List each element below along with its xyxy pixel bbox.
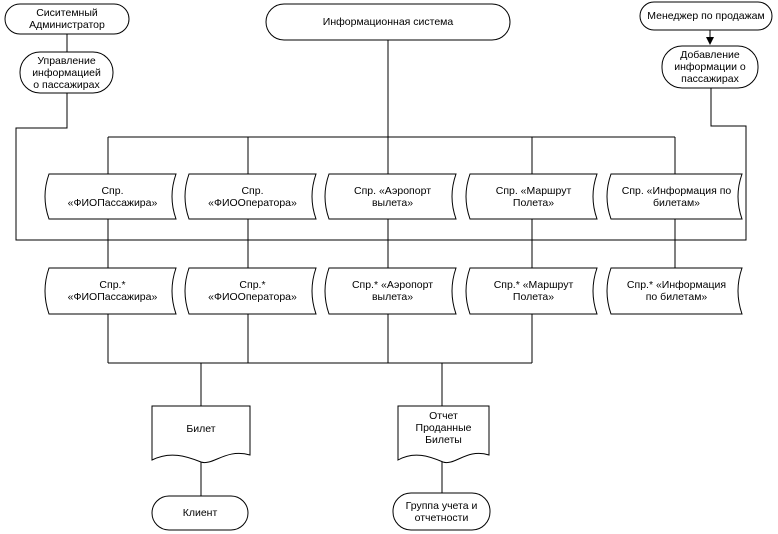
process-manage-passenger-info: Управление информацией о пассажирах (32, 54, 101, 91)
store-top-flight-route: Спр. «Маршрут Полета» (495, 184, 572, 209)
process-add-info-shape (661, 45, 759, 89)
terminator-information-system: Информационная система (322, 16, 454, 28)
process-manage-info-shape (19, 51, 114, 94)
store-top-operator-names: Спр. «ФИООператора» (208, 184, 297, 209)
document-ticket-shape (151, 405, 251, 464)
terminator-admin-shape (4, 3, 130, 35)
terminator-client-shape (151, 495, 249, 531)
store-top-1-shape (44, 173, 177, 220)
terminator-accounting-shape (392, 492, 491, 531)
terminator-client: Клиент (182, 507, 218, 519)
store-top-5-shape (606, 173, 743, 220)
store-top-ticket-info: Спр. «Информация по билетам» (621, 184, 732, 209)
store-bottom-2-shape (184, 267, 317, 315)
store-bottom-ticket-info: Спр.* «Информация по билетам» (626, 279, 727, 303)
store-bottom-3-shape (324, 267, 457, 315)
terminator-admin: Сиситемный Администратор (29, 7, 105, 31)
terminator-manager-shape (639, 1, 773, 31)
terminator-sales-manager: Менеджер по продажам (647, 10, 765, 22)
process-add-passenger-info: Добавление информации о пассажирах (674, 49, 746, 85)
store-bottom-5-shape (606, 267, 743, 315)
store-bottom-4-shape (465, 267, 598, 315)
document-ticket: Билет (186, 423, 216, 435)
store-bottom-departure-airport: Спр.* «Аэропорт вылета» (351, 279, 434, 303)
terminator-system-shape (265, 3, 511, 41)
store-bottom-operator-names: Спр.* «ФИООператора» (208, 279, 297, 303)
document-sold-tickets-report: Отчет Проданные Билеты (415, 410, 472, 446)
store-bottom-passenger-names: Спр.* «ФИОПассажира» (67, 279, 158, 303)
store-top-departure-airport: Спр. «Аэропорт вылета» (354, 184, 431, 209)
terminator-accounting-group: Группа учета и отчетности (405, 499, 478, 524)
connector-lines (15, 34, 747, 496)
store-bottom-flight-route: Спр.* «Маршрут Полета» (493, 279, 574, 303)
store-top-4-shape (465, 173, 598, 220)
store-bottom-1-shape (44, 267, 177, 315)
store-top-passenger-names: Спр. «ФИОПассажира» (67, 184, 158, 209)
document-report-shape (397, 405, 490, 464)
store-top-2-shape (184, 173, 317, 220)
store-top-3-shape (324, 173, 457, 220)
